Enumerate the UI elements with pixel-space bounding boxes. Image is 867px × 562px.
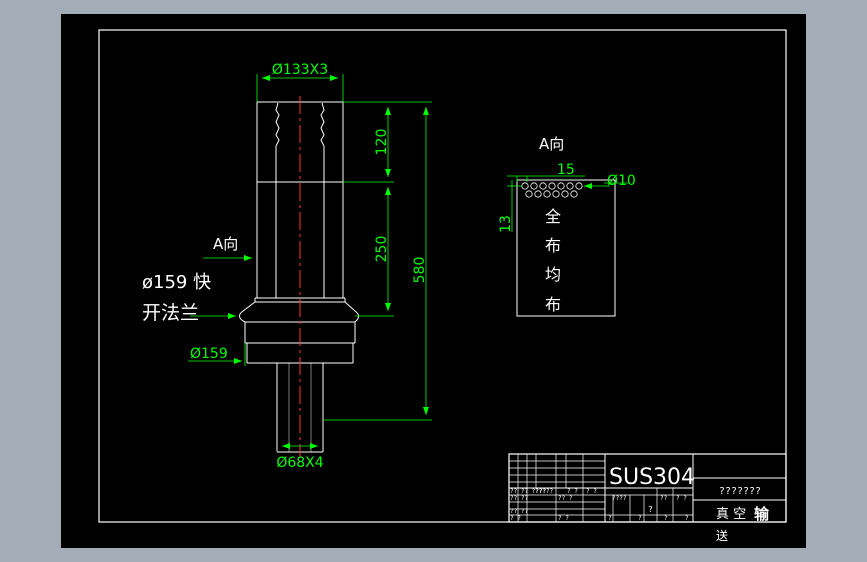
side-view-note-4: 布 [545,295,561,314]
view-a-marker-label: A向 [213,235,238,253]
title-block-drawing-name: ??????? [719,486,761,497]
tb-cell-a: ?? ?? ???? [510,488,547,495]
tb-cell-q: ? [685,515,689,522]
side-view-note-3: 均 [545,265,561,284]
dim-15-label: 15 [557,162,575,178]
dim-580-label: 580 [412,257,428,284]
tb-cell-m: ? [608,515,612,522]
dim-bottom-diameter-label: Ø68X4 [276,455,323,471]
side-view-note-1: 全 [545,207,561,226]
tb-cell-k: ? ? [558,515,569,522]
drawing-frame-border [98,29,787,523]
dim-13-label: 13 [498,215,514,233]
title-block-company-line1: 真 空 [716,507,746,522]
tb-cell-h: ???? [612,495,627,502]
tb-cell-b: ? ? [567,488,578,495]
tb-cell-d: ?? ?? [510,508,528,515]
tb-cell-l: ? ? [510,515,521,522]
title-block-company-line2: 送 [716,528,728,543]
dim-flange-diameter[interactable] [188,343,246,366]
side-view-outline [516,179,616,317]
tb-cell-p: ? [664,515,668,522]
dim-top-diameter-label: Ø133X3 [272,62,328,78]
tb-cell-j: ? ? [676,495,687,502]
tb-cell-o: ? [648,505,653,514]
tb-cell-i: ?? [660,495,668,502]
title-block-company-bold: 输 [754,505,770,523]
side-view-note-2: 布 [545,236,561,255]
tb-cell-e: ????? [535,488,553,495]
flange-label-line2: 开法兰 [142,302,199,324]
dim-120-label: 120 [374,129,390,156]
dim-bottom-diameter[interactable] [276,443,318,452]
tb-cell-n: ? [638,515,642,522]
tb-cell-f: ?? ? [558,495,573,502]
side-view-title: A向 [539,135,564,153]
tb-cell-c: ?? ?? [510,495,528,502]
dim-vertical-lines [323,101,432,421]
dim-hole-diameter-label: Ø10 [607,173,636,189]
dim-top-diameter[interactable] [256,74,344,102]
drawing-sheet [61,14,806,548]
dim-250-label: 250 [374,236,390,263]
side-view-dimensions [507,175,628,232]
title-block-material: SUS304 [609,465,695,490]
title-block-grid [508,453,787,523]
dim-flange-diameter-label: Ø159 [190,346,228,362]
title-block-small-cells: ?? ?? ???? ? ? ?? ?? ?? ?? ????? ?? ? ? … [510,488,689,522]
flange-label-line1: ø159 快 [142,272,211,293]
tb-cell-g: ? ? [586,488,597,495]
